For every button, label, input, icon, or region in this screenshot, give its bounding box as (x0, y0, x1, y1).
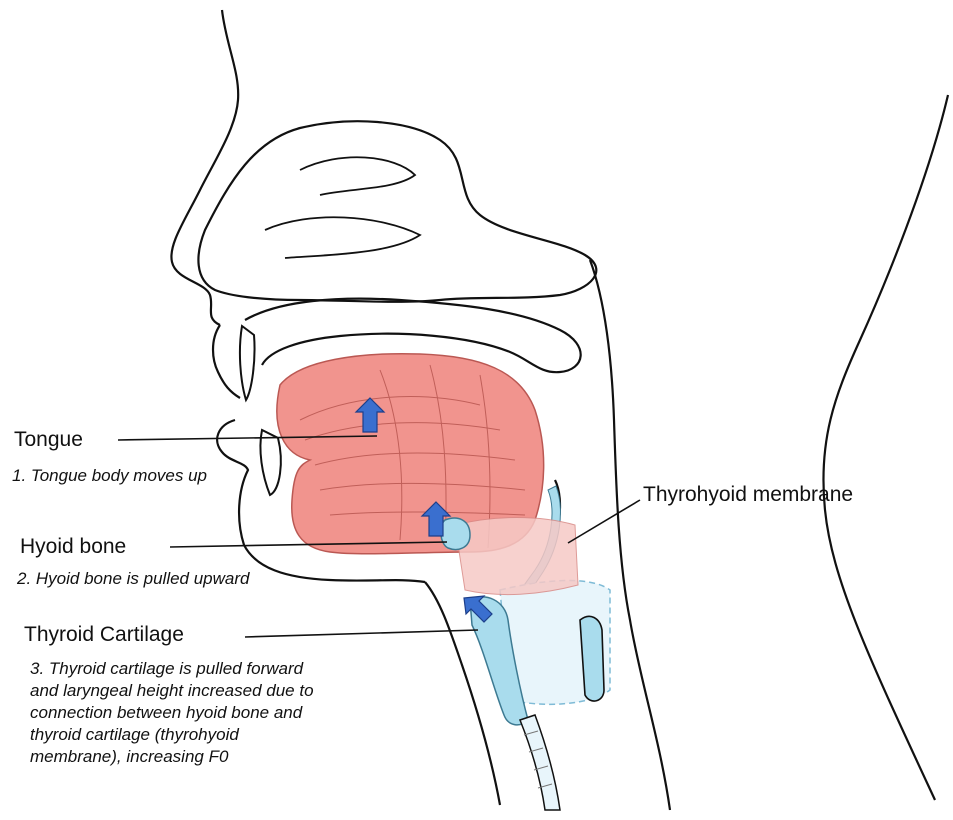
thyrohyoid-membrane-label: Thyrohyoid membrane (643, 483, 853, 507)
pharynx-wall (590, 260, 670, 810)
thyroid-note-line: 3. Thyroid cartilage is pulled forward (30, 658, 430, 680)
hyoid-note: 2. Hyoid bone is pulled upward (17, 569, 249, 589)
thyroid-note-line: membrane), increasing F0 (30, 746, 430, 768)
membrane-leader-line (568, 500, 640, 543)
thyroid-label: Thyroid Cartilage (24, 623, 184, 647)
neck-back-outline (823, 95, 948, 800)
thyroid-note: 3. Thyroid cartilage is pulled forward a… (30, 658, 430, 768)
hyoid-bone (441, 518, 470, 549)
hyoid-label: Hyoid bone (20, 535, 126, 559)
nasal-turbinate (265, 217, 420, 258)
upper-incisor (240, 326, 255, 400)
trachea (520, 715, 560, 810)
nasal-cavity-outline (198, 121, 596, 302)
thyroid-note-line: thyroid cartilage (thyrohyoid (30, 724, 430, 746)
tongue-note: 1. Tongue body moves up (12, 466, 207, 486)
tongue-label: Tongue (14, 428, 83, 452)
thyroid-note-line: and laryngeal height increased due to (30, 680, 430, 702)
face-profile-outline (171, 10, 238, 325)
thyrohyoid-membrane (455, 518, 578, 595)
nasal-turbinate (300, 157, 415, 195)
lower-incisor (260, 430, 280, 495)
thyroid-leader-line (245, 630, 478, 637)
thyroid-note-line: connection between hyoid bone and (30, 702, 430, 724)
upper-lip-outline (213, 325, 240, 398)
